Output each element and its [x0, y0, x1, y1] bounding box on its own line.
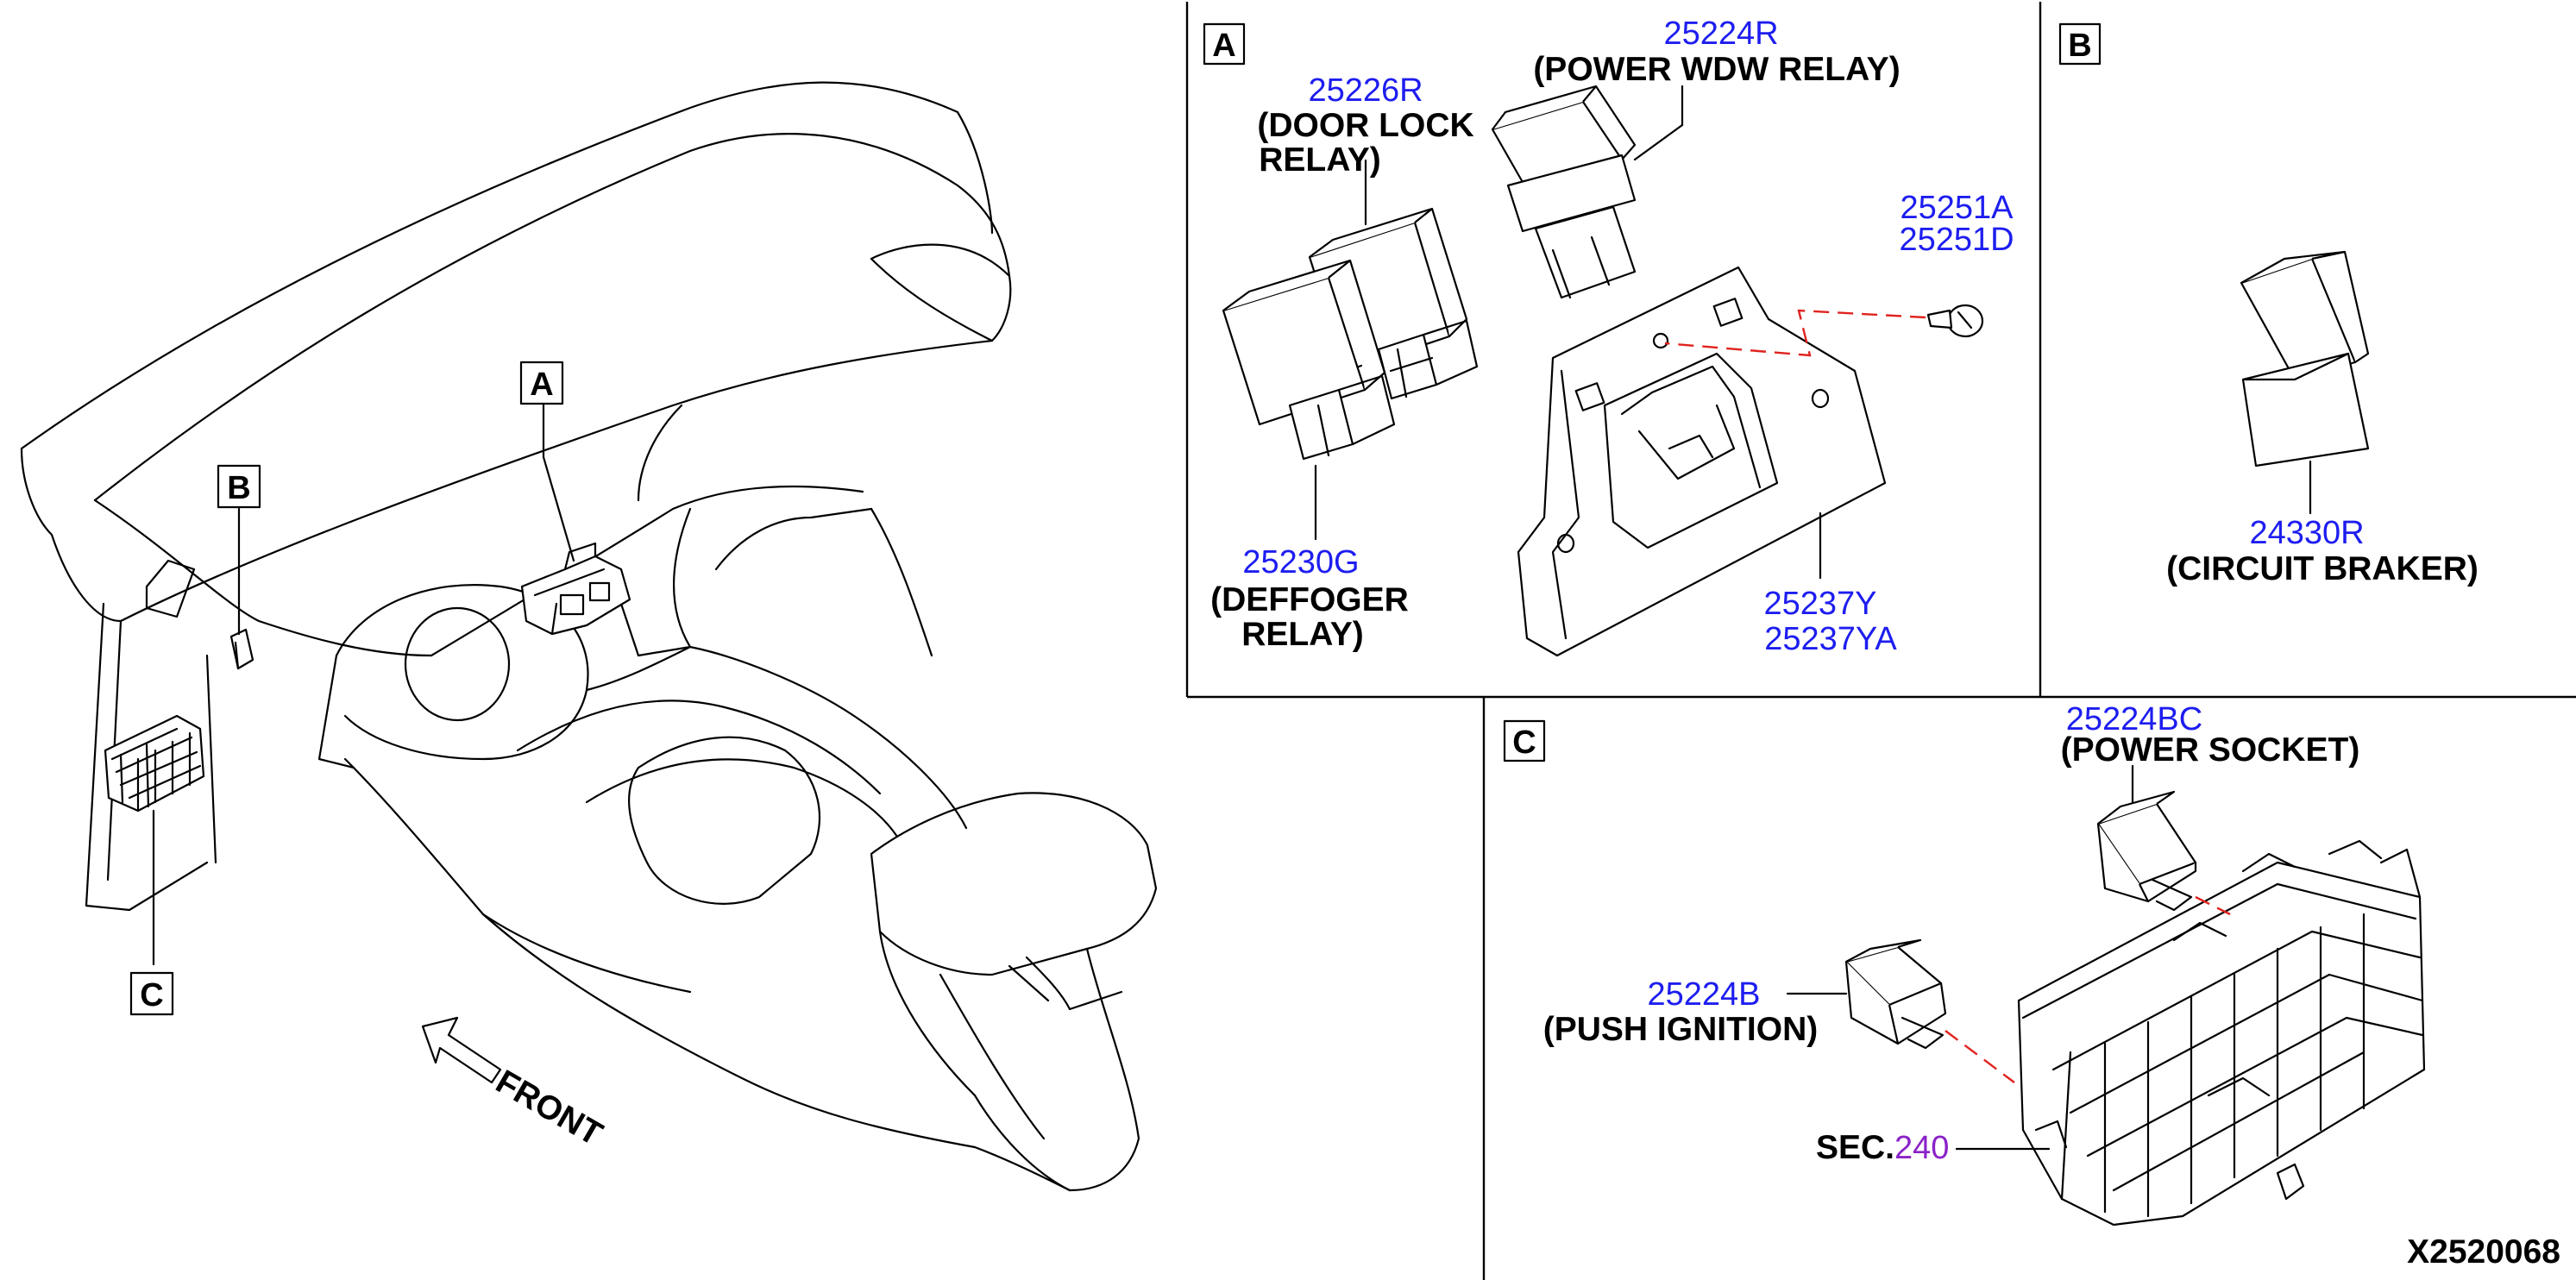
part-desc-door-lock-1: (DOOR LOCK: [1257, 107, 1473, 144]
part-desc-push-ignition: (PUSH IGNITION): [1543, 1011, 1819, 1048]
circuit-breaker-part: [2240, 250, 2370, 467]
svg-text:C: C: [140, 977, 163, 1013]
panel-frames: [1185, 2, 2576, 1280]
section-ref-prefix: SEC.: [1816, 1129, 1894, 1166]
part-number-25237YA: 25237YA: [1764, 621, 1897, 657]
part-number-25237Y: 25237Y: [1763, 586, 1876, 622]
part-number-25224BC: 25224BC: [2066, 701, 2202, 737]
part-number-25224B: 25224B: [1647, 976, 1760, 1013]
panel-b: B 24330R (CIRCUIT BRAKER): [2058, 22, 2479, 587]
screw-part: [1926, 304, 1984, 338]
part-desc-power-socket: (POWER SOCKET): [2061, 731, 2360, 769]
part-number-25251D: 25251D: [1899, 222, 2014, 258]
push-ignition-relay-part: [1844, 938, 1947, 1050]
part-desc-circuit-braker: (CIRCUIT BRAKER): [2166, 550, 2479, 587]
panel-c: C: [1503, 701, 2426, 1227]
part-number-25251A: 25251A: [1900, 190, 2014, 226]
part-number-25226R: 25226R: [1308, 72, 1423, 109]
defogger-relay-part: [1222, 259, 1396, 461]
relay-bracket-part: [1517, 266, 1887, 657]
part-number-24330R: 24330R: [2249, 515, 2364, 551]
panel-a: A: [1203, 16, 2014, 657]
panel-c-tag: C: [1512, 725, 1536, 761]
power-window-relay-part: [1491, 85, 1637, 299]
section-ref-number[interactable]: 240: [1894, 1130, 1949, 1166]
part-number-25224R: 25224R: [1663, 16, 1778, 52]
relay-bracket-location-a: [520, 542, 631, 636]
part-number-25230G: 25230G: [1242, 544, 1359, 580]
fuse-block-part: [2017, 839, 2426, 1227]
diagram-id: X2520068: [2407, 1233, 2560, 1271]
front-arrow-icon: [421, 1016, 502, 1084]
front-label: FRONT: [490, 1064, 609, 1153]
power-socket-relay-part: [2096, 790, 2197, 912]
callout-a: A: [519, 361, 564, 405]
callout-c: C: [129, 971, 174, 1016]
svg-text:A: A: [530, 367, 553, 403]
circuit-breaker-location-b: [229, 628, 254, 670]
part-desc-door-lock-2: RELAY): [1259, 141, 1381, 179]
part-desc-deffoger-1: (DEFFOGER: [1210, 581, 1409, 618]
callout-b: B: [217, 464, 261, 509]
svg-text:B: B: [227, 470, 250, 506]
panel-a-tag: A: [1212, 28, 1235, 64]
dashboard-overview: [20, 81, 1158, 1192]
part-desc-power-wdw: (POWER WDW RELAY): [1533, 51, 1900, 88]
part-desc-deffoger-2: RELAY): [1241, 616, 1364, 653]
fuse-block-location-c: [104, 714, 205, 813]
panel-b-tag: B: [2068, 28, 2091, 64]
